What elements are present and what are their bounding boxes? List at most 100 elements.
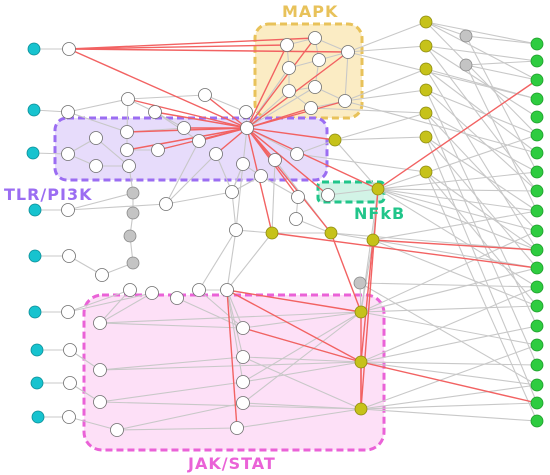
inhibitory-edge: [360, 188, 379, 410]
inhibitory-edge: [246, 127, 332, 234]
inhibitory-edge: [226, 289, 362, 363]
activating-edge: [425, 112, 538, 232]
inhibitory-edge: [226, 289, 362, 313]
activating-edge: [359, 282, 538, 386]
nfkb-label: NFkB: [354, 204, 405, 223]
activating-edge: [425, 68, 538, 251]
output-node: [530, 224, 544, 238]
intermediate-node: [121, 92, 135, 106]
intermediate-node: [338, 94, 352, 108]
activating-edge: [236, 408, 362, 429]
intermediate-node: [148, 105, 162, 119]
transcription-factor-node: [354, 355, 368, 369]
activating-edge: [198, 229, 237, 291]
inhibitory-edge: [204, 94, 248, 129]
inactive-node: [126, 186, 140, 200]
activating-edge: [425, 21, 538, 45]
activating-edge: [425, 21, 538, 136]
inhibitory-edge: [246, 127, 336, 141]
transcription-factor-node: [354, 402, 368, 416]
activating-edge: [465, 35, 538, 45]
intermediate-node: [239, 105, 253, 119]
activating-edge: [226, 289, 244, 358]
activating-edge: [330, 232, 538, 251]
activating-edge: [360, 344, 538, 410]
activating-edge: [360, 384, 538, 410]
inhibitory-edge: [68, 37, 316, 50]
input-node: [28, 249, 42, 263]
activating-edge: [246, 90, 290, 129]
inhibitory-edge: [360, 239, 374, 363]
output-node: [530, 92, 544, 106]
activating-edge: [360, 239, 374, 313]
output-node: [530, 358, 544, 372]
intermediate-node: [89, 159, 103, 173]
activating-edge: [271, 159, 276, 234]
activating-edge: [165, 191, 233, 205]
activating-edge: [67, 203, 167, 211]
activating-edge: [242, 311, 362, 329]
intermediate-node: [62, 410, 76, 424]
inhibitory-edge: [330, 232, 362, 313]
inhibitory-edge: [126, 127, 248, 151]
intermediate-node: [93, 395, 107, 409]
activating-edge: [95, 137, 130, 167]
intermediate-node: [240, 121, 254, 135]
intermediate-node: [145, 286, 159, 300]
inactive-node: [123, 229, 137, 243]
activating-edge: [360, 325, 538, 363]
activating-edge: [425, 112, 538, 173]
activating-edge: [360, 230, 538, 313]
activating-edge: [226, 229, 237, 291]
output-node: [530, 280, 544, 294]
activating-edge: [425, 89, 538, 327]
intermediate-node: [198, 88, 212, 102]
inhibitory-edge: [246, 51, 349, 129]
activating-edge: [127, 94, 206, 100]
inactive-node: [459, 29, 473, 43]
activating-edge: [425, 171, 538, 422]
intermediate-node: [308, 31, 322, 45]
inhibitory-edge: [68, 48, 248, 129]
output-node: [530, 243, 544, 257]
activating-edge: [347, 21, 427, 53]
activating-edge: [425, 136, 538, 212]
intermediate-node: [236, 157, 250, 171]
activating-edge: [377, 188, 538, 192]
activating-edge: [372, 239, 538, 269]
activating-edge: [260, 175, 299, 198]
activating-edge: [68, 416, 118, 431]
transcription-factor-node: [354, 305, 368, 319]
intermediate-node: [282, 84, 296, 98]
intermediate-node: [151, 143, 165, 157]
intermediate-node: [120, 125, 134, 139]
intermediate-node: [159, 197, 173, 211]
input-node: [30, 343, 44, 357]
intermediate-node: [123, 283, 137, 297]
output-node: [530, 204, 544, 218]
transcription-factor-node: [419, 130, 433, 144]
transcription-factor-node: [419, 62, 433, 76]
inhibitory-edge: [246, 44, 288, 129]
activating-edge: [360, 361, 538, 386]
output-node: [530, 37, 544, 51]
intermediate-node: [192, 283, 206, 297]
output-node: [530, 128, 544, 142]
transcription-factor-node: [371, 182, 385, 196]
activating-edge: [359, 282, 538, 288]
intermediate-node: [177, 121, 191, 135]
activating-edge: [165, 140, 200, 205]
intermediate-node: [229, 223, 243, 237]
activating-edge: [425, 112, 538, 366]
input-node: [28, 203, 42, 217]
intermediate-node: [236, 375, 250, 389]
activating-edge: [425, 171, 538, 251]
intermediate-node: [61, 105, 75, 119]
activating-edge: [67, 292, 153, 313]
inhibitory-edge: [246, 127, 379, 190]
activating-edge: [372, 239, 538, 307]
activating-edge: [360, 361, 538, 366]
activating-edge: [360, 188, 379, 313]
